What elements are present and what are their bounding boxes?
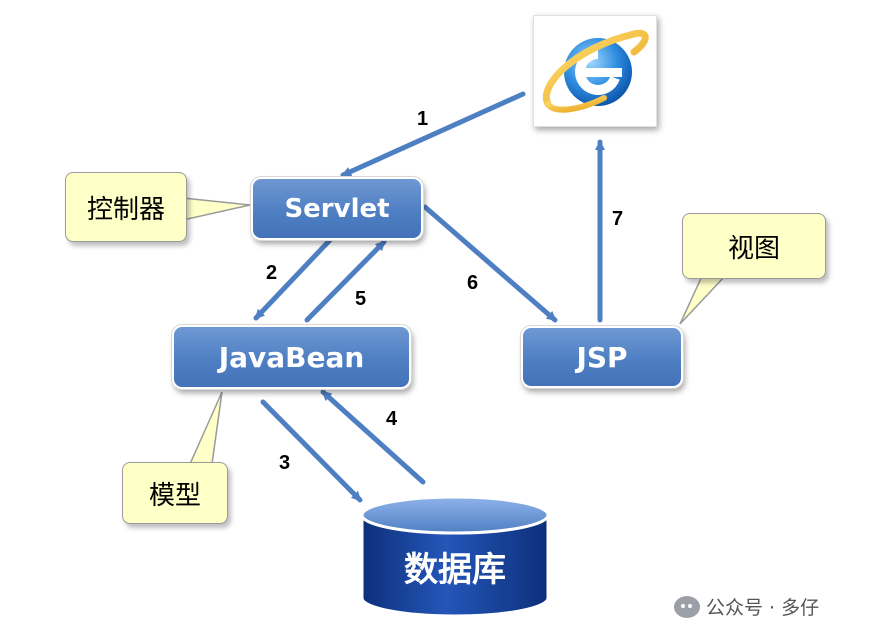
database-cylinder xyxy=(360,495,550,618)
arrow-1-browser-to-servlet xyxy=(340,91,526,178)
arrow-2-servlet-to-javabean xyxy=(253,237,333,321)
step-label-2: 2 xyxy=(266,262,278,284)
step-label-4: 4 xyxy=(386,408,398,430)
step-label-7: 7 xyxy=(612,208,624,230)
arrow-6-servlet-to-jsp xyxy=(422,204,558,323)
wechat-icon xyxy=(674,595,700,618)
model-callout-tail xyxy=(188,391,223,465)
view-callout: 视图 xyxy=(682,213,826,279)
watermark: 公众号 · 多仔 xyxy=(674,593,819,620)
arrow-3-javabean-to-database xyxy=(260,399,363,503)
servlet-node: Servlet xyxy=(250,176,424,241)
database-label: 数据库 xyxy=(404,550,506,590)
step-label-3: 3 xyxy=(279,452,291,474)
watermark-text: 公众号 · 多仔 xyxy=(706,597,820,619)
controller-callout-tail xyxy=(182,197,251,221)
controller-callout: 控制器 xyxy=(65,172,187,242)
model-callout: 模型 xyxy=(122,462,228,524)
javabean-node: JavaBean xyxy=(171,324,412,390)
arrow-4-database-to-javabean xyxy=(320,389,426,485)
internet-explorer-icon xyxy=(542,29,649,113)
browser-icon-box xyxy=(533,15,657,127)
step-label-1: 1 xyxy=(417,108,429,130)
view-callout-tail xyxy=(679,275,727,325)
jsp-node: JSP xyxy=(520,325,684,389)
arrow-5-javabean-to-servlet xyxy=(304,239,387,323)
step-label-6: 6 xyxy=(467,272,479,294)
step-label-5: 5 xyxy=(355,288,367,310)
